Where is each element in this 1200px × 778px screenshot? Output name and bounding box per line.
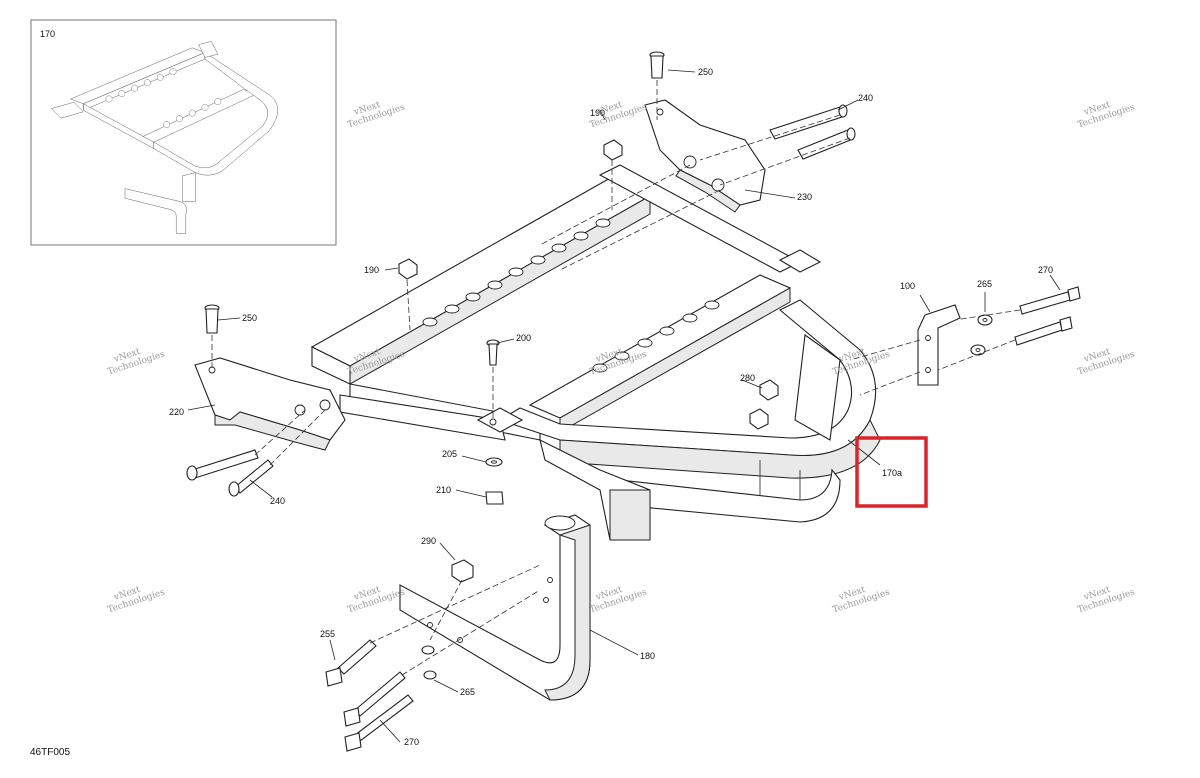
- watermark: vNextTechnologies: [103, 340, 166, 378]
- callout-265-right: 265: [977, 279, 992, 289]
- callout-labels: 250 240 190 230 100 265 270 190 250 200 …: [169, 67, 1053, 747]
- leader-lines: [187, 69, 1061, 743]
- callout-190-mid: 190: [364, 265, 379, 275]
- watermark: vNextTechnologies: [828, 578, 891, 616]
- watermark: vNextTechnologies: [343, 93, 406, 131]
- callout-280: 280: [740, 373, 755, 383]
- callout-210: 210: [436, 485, 451, 495]
- callout-170a: 170a: [882, 468, 902, 478]
- tube-holes-rear: [592, 300, 720, 373]
- watermark: vNextTechnologies: [103, 578, 166, 616]
- watermark: vNextTechnologies: [1073, 93, 1136, 131]
- callout-200: 200: [516, 333, 531, 343]
- bracket-100: [917, 304, 961, 386]
- inset-label: 170: [40, 29, 55, 39]
- callout-240-bottom: 240: [270, 496, 285, 506]
- callout-240-top: 240: [858, 93, 873, 103]
- inset-assembled-view: 170: [30, 19, 337, 246]
- callout-180: 180: [640, 651, 655, 661]
- bracket-230: [644, 99, 766, 213]
- callout-255: 255: [320, 629, 335, 639]
- watermark: vNextTechnologies: [1073, 340, 1136, 378]
- callout-265-bottom: 265: [460, 687, 475, 697]
- highlight-box: [855, 436, 928, 508]
- callout-290: 290: [421, 536, 436, 546]
- watermark: vNextTechnologies: [1073, 578, 1136, 616]
- rack-frame: [310, 164, 881, 541]
- callout-100: 100: [900, 281, 915, 291]
- callout-190-top: 190: [590, 108, 605, 118]
- bracket-220: [194, 357, 346, 451]
- callout-220: 220: [169, 407, 184, 417]
- assembly-lines: [211, 80, 1021, 676]
- callout-250-left: 250: [242, 313, 257, 323]
- step-180: [399, 514, 591, 701]
- callout-230: 230: [797, 192, 812, 202]
- callout-270-right: 270: [1038, 265, 1053, 275]
- callout-250-top: 250: [698, 67, 713, 77]
- watermark: vNextTechnologies: [585, 578, 648, 616]
- fasteners: [186, 51, 1081, 752]
- tube-holes-front: [422, 218, 611, 327]
- diagram-code: 46TF005: [30, 747, 70, 758]
- callout-270-bottom: 270: [404, 737, 419, 747]
- callout-205: 205: [442, 449, 457, 459]
- watermark: vNextTechnologies: [343, 578, 406, 616]
